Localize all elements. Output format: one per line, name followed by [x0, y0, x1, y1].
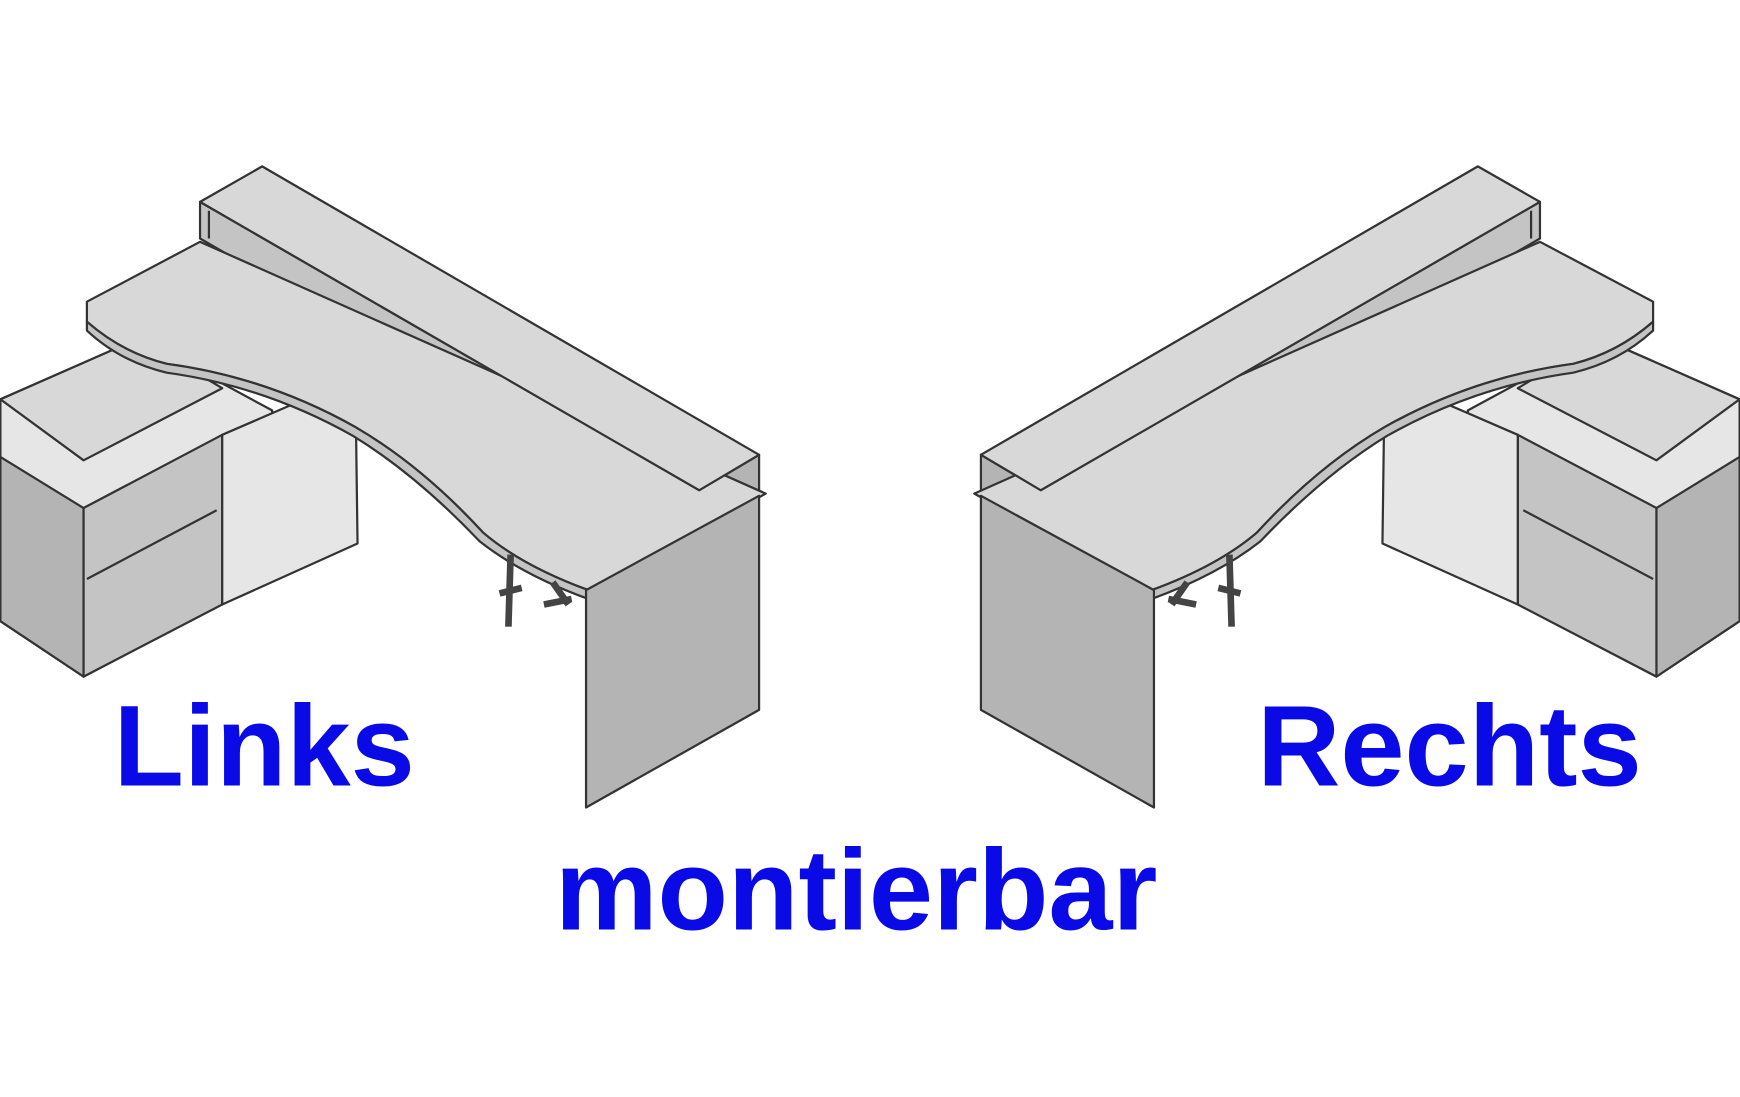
label-center: montierbar	[555, 827, 1157, 955]
label-right: Rechts	[1257, 682, 1642, 810]
label-left: Links	[114, 682, 415, 810]
